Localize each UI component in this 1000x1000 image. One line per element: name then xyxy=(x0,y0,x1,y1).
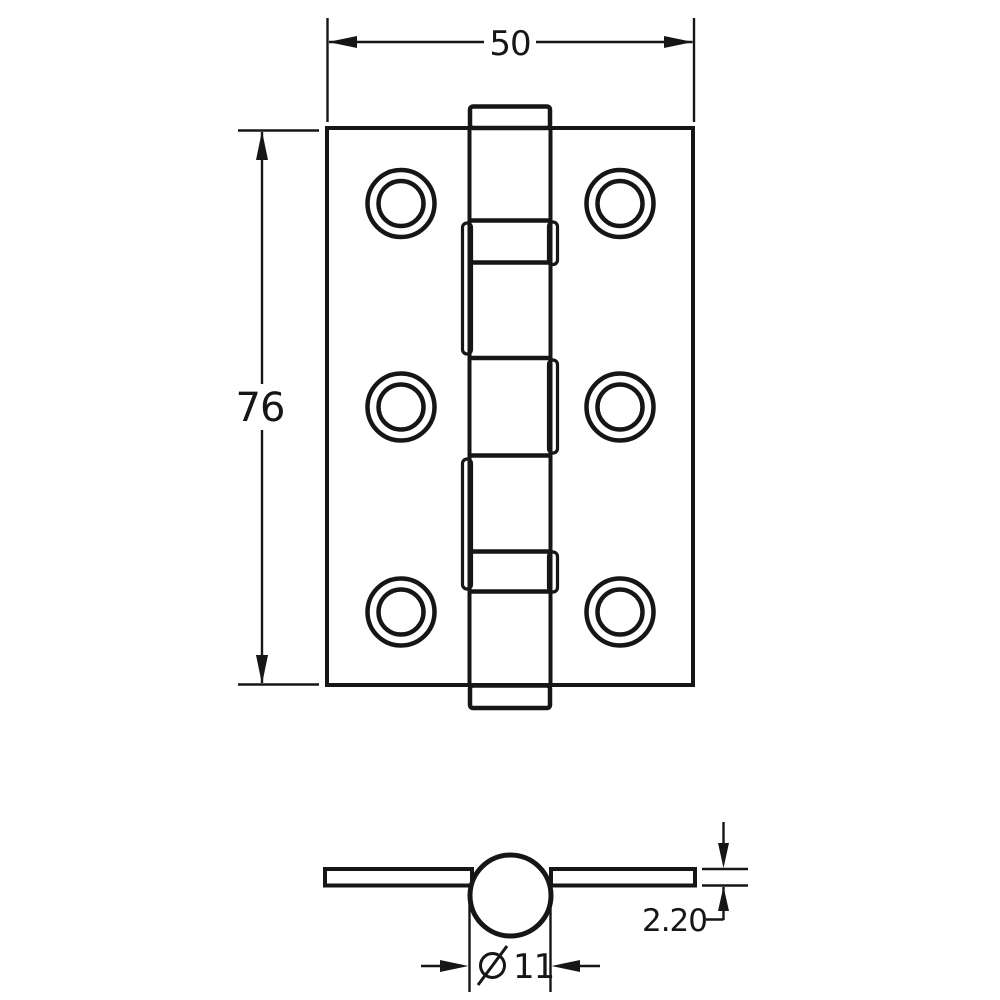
arrowhead-right-icon xyxy=(440,960,469,972)
arrowhead-right-icon xyxy=(664,36,693,48)
screw-hole-outer xyxy=(365,576,437,648)
screw-hole-inner xyxy=(376,382,426,432)
diameter-dimension-arrows xyxy=(440,960,580,972)
arrowhead-down-icon xyxy=(718,843,729,868)
width-dimension-arrows xyxy=(328,36,693,48)
height-dimension xyxy=(238,129,319,686)
knuckle-cap-bottom xyxy=(467,683,553,711)
height-dimension-label: 76 xyxy=(236,385,285,431)
arrowhead-up-icon xyxy=(718,886,729,911)
screw-hole-inner xyxy=(595,178,645,229)
profile-leaf-right xyxy=(549,867,697,888)
knuckle-segment-lines xyxy=(468,218,552,594)
diameter-symbol-icon xyxy=(476,945,509,986)
screw-hole-outer xyxy=(584,371,656,443)
diameter-dimension xyxy=(421,897,600,992)
arrowhead-up-icon xyxy=(256,131,268,160)
height-dimension-arrows xyxy=(256,131,268,684)
front-view xyxy=(325,104,695,711)
screw-hole-outer xyxy=(365,167,437,240)
profile-view xyxy=(323,852,697,939)
profile-knuckle-barrel xyxy=(467,852,554,939)
screw-holes xyxy=(365,167,656,648)
arrowhead-left-icon xyxy=(551,960,580,972)
screw-hole-inner xyxy=(595,382,645,432)
screw-hole-outer xyxy=(365,371,437,443)
arrowhead-down-icon xyxy=(256,655,268,684)
screw-hole-outer xyxy=(584,576,656,648)
thickness-dimension-label: 2.20 xyxy=(642,903,707,939)
thickness-dimension-arrows xyxy=(718,843,729,911)
screw-hole-inner xyxy=(595,587,645,637)
knuckle-cap-top xyxy=(467,104,553,131)
profile-leaf-left xyxy=(323,867,474,888)
screw-hole-outer xyxy=(584,167,656,240)
screw-hole-inner xyxy=(376,587,426,637)
screw-hole-inner xyxy=(376,178,426,229)
arrowhead-left-icon xyxy=(328,36,357,48)
width-dimension-label: 50 xyxy=(489,24,530,64)
diameter-dimension-label: 11 xyxy=(513,947,554,987)
